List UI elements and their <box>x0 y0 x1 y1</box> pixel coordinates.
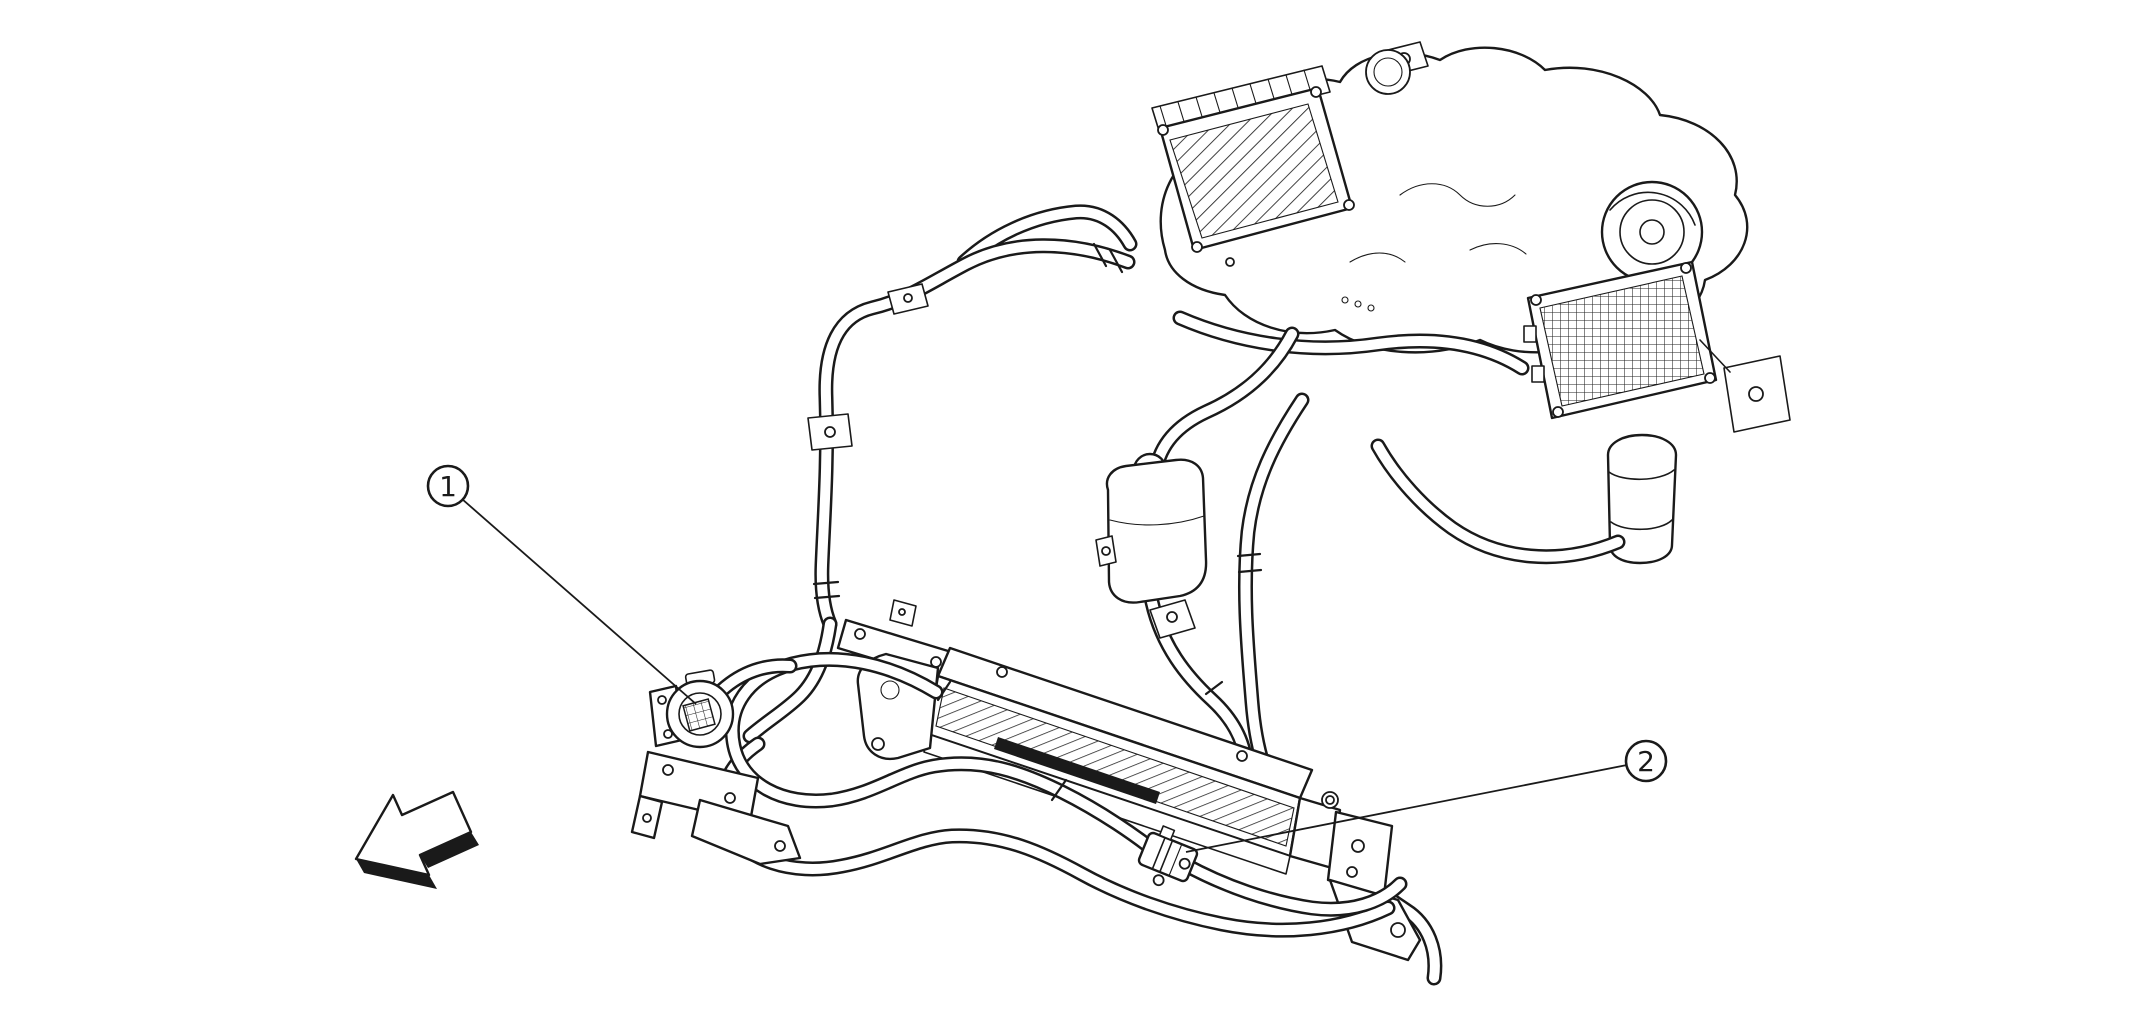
callout-2-leader <box>1185 764 1628 853</box>
hose-clamps <box>812 242 1263 696</box>
coolant-reservoir <box>1095 452 1208 639</box>
coolant-pump <box>648 669 735 749</box>
air-box-clip <box>1523 325 1537 343</box>
coolant-pump-assembly <box>630 669 802 866</box>
front-direction-arrow <box>354 790 479 889</box>
charge-air-cooler-left <box>1157 86 1355 253</box>
callout-1-label: 1 <box>439 470 457 503</box>
hose-fitting-clamp <box>1137 825 1199 887</box>
cooler-core-hatch <box>1170 104 1338 238</box>
duct-clamp <box>1608 469 1675 481</box>
clamp-band <box>1609 191 1696 226</box>
coolant-hoses-lower <box>722 659 1400 930</box>
hose-bracket-clip <box>807 413 853 451</box>
air-cleaner-box <box>1523 260 1718 420</box>
hose-engine-to-radiator-left <box>822 246 1128 624</box>
hose-clamps-lower <box>936 680 1068 802</box>
engine-bracket-right <box>1699 339 1791 433</box>
pump-bracket <box>630 750 802 866</box>
arrow-outline <box>354 790 473 877</box>
sensor-bracket <box>1365 41 1429 95</box>
arrow-shadow <box>420 832 479 868</box>
intake-duct <box>1606 433 1678 565</box>
clamp-screw <box>1158 825 1176 841</box>
callout-2: 2 <box>1185 739 1668 853</box>
callout-2-label: 2 <box>1637 745 1655 778</box>
duct-clamp <box>1610 519 1673 531</box>
air-box-clip <box>1531 365 1545 383</box>
callout-2-circle <box>1624 739 1668 783</box>
pump-face-detail <box>682 698 716 732</box>
callout-1: 1 <box>426 464 697 705</box>
radiator-core-hatch <box>936 688 1294 846</box>
coolant-hoses-upper <box>750 212 1618 978</box>
callout-1-circle <box>426 464 470 508</box>
core-slot <box>994 737 1160 804</box>
turbo-compressor-inlet <box>1600 180 1704 284</box>
arrow-shadow <box>356 859 437 889</box>
engine-assembly <box>1151 41 1791 565</box>
callout-1-leader <box>461 498 697 705</box>
hose-retainer-clip <box>887 283 929 315</box>
reservoir-bracket <box>1095 535 1196 639</box>
air-box-grid <box>1540 276 1704 406</box>
